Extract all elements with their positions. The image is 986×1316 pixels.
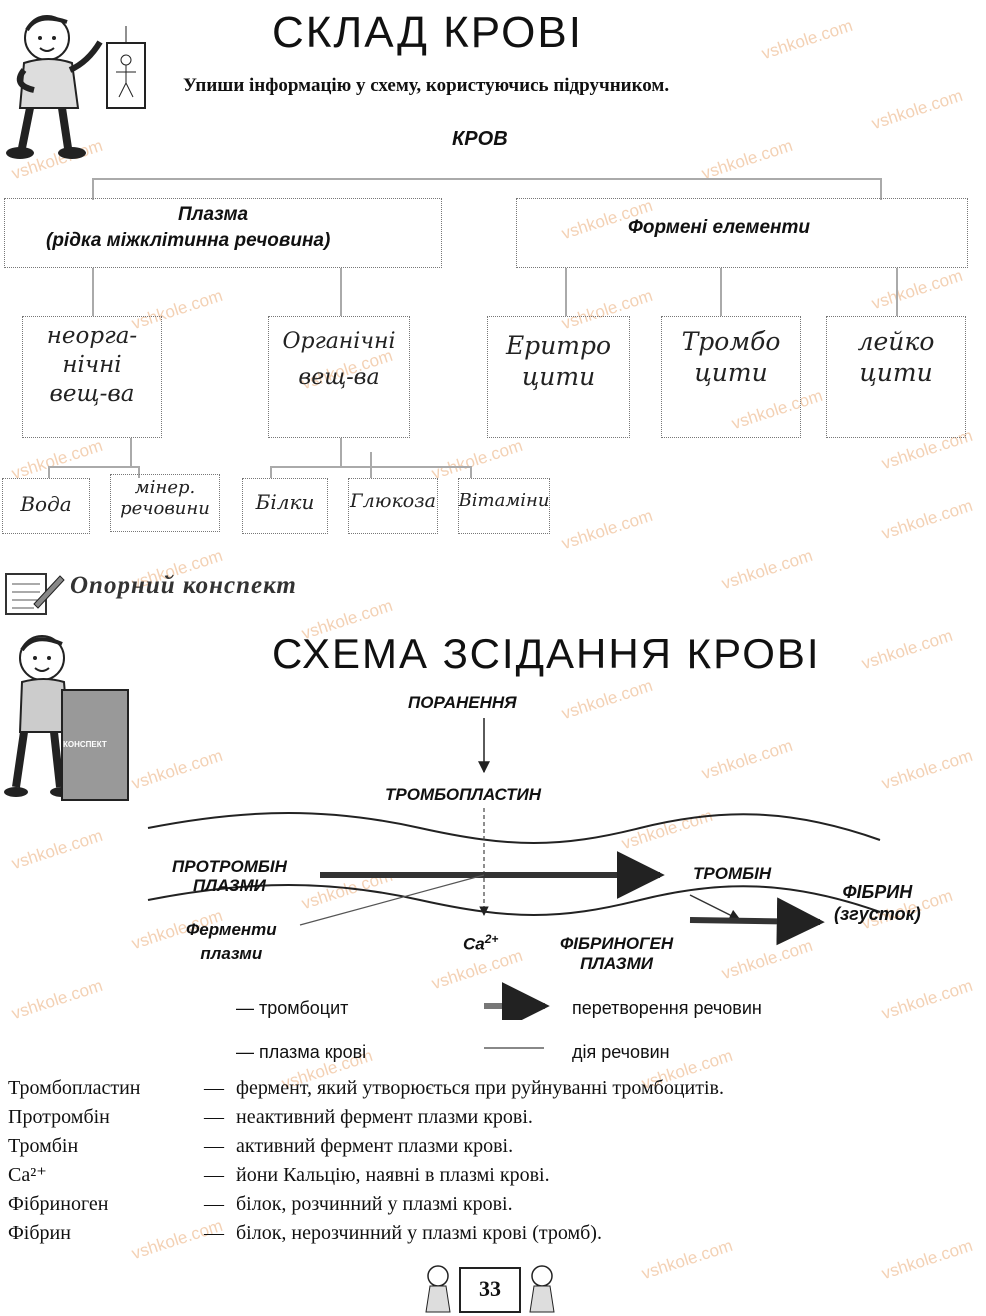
- boy-teacher-illustration: [6, 15, 146, 159]
- watermark-text: vshkole.com: [9, 435, 105, 484]
- vitamins-box: [458, 478, 550, 534]
- formed-elements-box: [516, 198, 968, 268]
- booklet-label: КОНСПЕКТ: [63, 740, 107, 749]
- definition-dash: —: [204, 1106, 224, 1128]
- definition-text: фермент, який утворюється при руйнуванні…: [236, 1077, 724, 1099]
- label-thromboplastin: ТРОМБОПЛАСТИН: [385, 785, 541, 804]
- definition-row: Фібрин — білок, нерозчинний у плазмі крові…: [8, 1219, 983, 1248]
- label-prothrombin: ПРОТРОМБІН ПЛАЗМИ: [172, 857, 287, 895]
- watermark-text: vshkole.com: [869, 85, 965, 134]
- legend-action: дія речовин: [572, 1042, 670, 1062]
- definition-term: Протромбін: [8, 1106, 110, 1128]
- water-handwritten: Вода: [20, 492, 72, 516]
- definition-term: Фібриноген: [8, 1193, 109, 1215]
- inorganic-handwritten: неорга- нічні вещ-ва: [46, 323, 138, 407]
- glucose-box: [348, 478, 438, 534]
- section-title-clotting-scheme: СХЕМА ЗСІДАННЯ КРОВІ: [272, 630, 821, 677]
- label-injury: ПОРАНЕННЯ: [408, 693, 517, 712]
- definition-dash: —: [204, 1193, 224, 1215]
- watermark-text: vshkole.com: [559, 505, 655, 554]
- label-fibrin: ФІБРИН (згусток): [834, 882, 921, 924]
- glucose-handwritten: Глюкоза: [350, 490, 436, 512]
- definition-row: Протромбін — неактивний фермент плазми кро…: [8, 1103, 983, 1132]
- definition-row: Ca²⁺ — йони Кальцію, наявні в плазмі крові…: [8, 1161, 983, 1190]
- watermark-text: vshkole.com: [879, 495, 975, 544]
- watermark-text: vshkole.com: [859, 625, 955, 674]
- boy-with-notes-illustration: [4, 635, 129, 801]
- leukocytes-handwritten: лейко цити: [857, 327, 935, 388]
- notes-header: Опорний конспект: [70, 572, 297, 599]
- legend-transformation: перетворення речовин: [572, 998, 762, 1018]
- notepad-pencil-icon: [5, 573, 65, 615]
- scheme-root-label: КРОВ: [452, 128, 508, 150]
- watermark-text: vshkole.com: [759, 15, 855, 64]
- definition-dash: —: [204, 1164, 224, 1186]
- legend-platelet: — тромбоцит: [236, 998, 349, 1018]
- inorganic-box: [22, 316, 162, 438]
- definition-text: білок, розчинний у плазмі крові.: [236, 1193, 513, 1215]
- leukocytes-box: [826, 316, 966, 438]
- definition-dash: —: [204, 1222, 224, 1244]
- definition-row: Фібриноген — білок, розчинний у плазмі кро…: [8, 1190, 983, 1219]
- section-title-blood-composition: СКЛАД КРОВІ: [272, 8, 583, 57]
- label-fibrinogen: ФІБРИНОГЕН ПЛАЗМИ: [560, 934, 674, 974]
- definition-dash: —: [204, 1135, 224, 1157]
- plasma-sublabel: (рідка міжклітинна речовина): [46, 230, 331, 251]
- minerals-box: [110, 474, 220, 532]
- page-number-kids-icon: [425, 1265, 555, 1313]
- instruction-text: Упиши інформацію у схему, користуючись п…: [183, 75, 670, 96]
- definition-text: йони Кальцію, наявні в плазмі крові.: [236, 1164, 550, 1186]
- plasma-box: [4, 198, 442, 268]
- definitions-list: Тромбопластин — фермент, який утворюється …: [8, 1074, 983, 1248]
- label-thrombin: ТРОМБІН: [693, 864, 772, 883]
- proteins-box: [242, 478, 328, 534]
- label-plasma-enzymes: Ферменти плазми: [186, 920, 277, 963]
- clotting-diagram: [147, 718, 881, 1020]
- plasma-label: Плазма: [178, 204, 249, 225]
- definition-term: Ca²⁺: [8, 1164, 47, 1186]
- definition-text: неактивний фермент плазми крові.: [236, 1106, 533, 1128]
- definition-row: Тромбопластин — фермент, який утворюється …: [8, 1074, 983, 1103]
- vitamins-handwritten: Вітаміни: [458, 490, 550, 511]
- definition-term: Тромбопластин: [8, 1077, 141, 1099]
- definition-term: Фібрин: [8, 1222, 71, 1244]
- thrombocytes-handwritten: Тромбо цити: [681, 327, 781, 388]
- water-box: [2, 478, 90, 534]
- definition-dash: —: [204, 1077, 224, 1099]
- definition-term: Тромбін: [8, 1135, 79, 1157]
- watermark-text: vshkole.com: [699, 135, 795, 184]
- watermark-text: vshkole.com: [869, 265, 965, 314]
- definition-text: активний фермент плазми крові.: [236, 1135, 514, 1157]
- proteins-handwritten: Білки: [255, 490, 315, 514]
- organic-handwritten: Органічні вещ-ва: [282, 329, 396, 390]
- definition-row: Тромбін — активний фермент плазми крові.: [8, 1132, 983, 1161]
- label-calcium: Ca2+: [463, 932, 499, 954]
- legend-action-line: [484, 1047, 544, 1049]
- erythrocytes-box: [487, 316, 630, 438]
- thrombocytes-box: [661, 316, 801, 438]
- formed-elements-label: Формені елементи: [628, 217, 810, 238]
- legend-plasma: — плазма крові: [236, 1042, 367, 1062]
- definition-text: білок, нерозчинний у плазмі крові (тромб…: [236, 1222, 602, 1244]
- minerals-handwritten: мінер. речовини: [120, 477, 210, 519]
- watermark-text: vshkole.com: [719, 545, 815, 594]
- erythrocytes-handwritten: Еритро цити: [505, 331, 612, 392]
- organic-box: [268, 316, 410, 438]
- page-number: 33: [479, 1276, 501, 1301]
- watermark-text: vshkole.com: [429, 435, 525, 484]
